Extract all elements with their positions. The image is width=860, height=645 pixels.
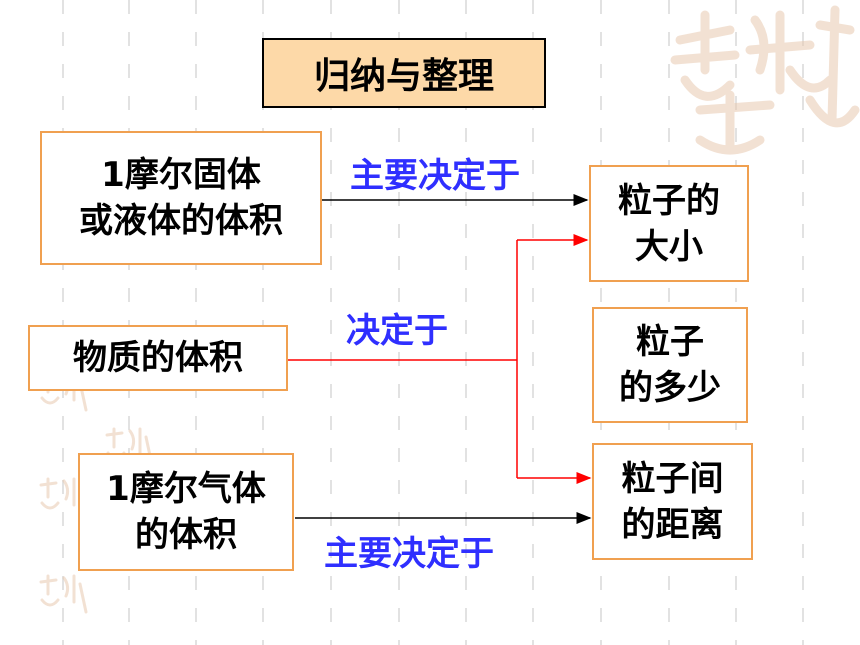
node-substance-volume-label: 物质的体积 [73,338,243,378]
seal-watermark-icon [39,574,88,614]
node-particle-distance-label: 粒子间 的距离 [621,458,724,545]
page-title: 归纳与整理 [262,38,546,108]
node-particle-distance: 粒子间 的距离 [592,443,753,560]
node-particle-size-label: 粒子的 大小 [618,180,720,267]
page-title-text: 归纳与整理 [313,56,494,97]
edge-label-top: 主要决定于 [350,156,520,196]
edge-label-middle: 决定于 [346,311,448,351]
node-solid-liquid-volume: 1摩尔固体 或液体的体积 [40,131,322,265]
node-solid-liquid-volume-label: 1摩尔固体 或液体的体积 [79,155,283,241]
node-particle-size: 粒子的 大小 [589,165,749,282]
node-gas-volume-label: 1摩尔气体 的体积 [106,469,266,555]
node-particle-count-label: 粒子 的多少 [619,322,721,408]
node-particle-count: 粒子 的多少 [592,307,748,423]
node-substance-volume: 物质的体积 [28,325,288,391]
seal-watermark-icon [670,5,860,155]
seal-watermark-icon [39,477,88,517]
node-gas-volume: 1摩尔气体 的体积 [78,453,294,571]
edge-label-bottom: 主要决定于 [324,534,494,574]
